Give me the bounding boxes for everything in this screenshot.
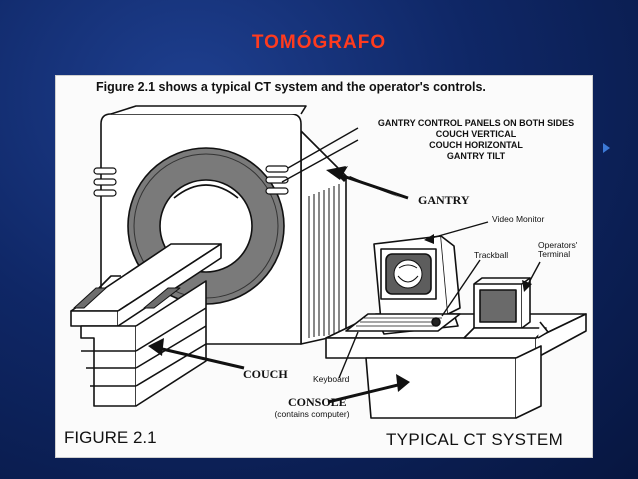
panel-label: COUCH VERTICAL <box>435 128 517 139</box>
figure-number: FIGURE 2.1 <box>64 428 157 447</box>
keyboard <box>345 313 461 332</box>
couch-pad-right <box>143 287 181 309</box>
ct-system-figure: Figure 2.1 shows a typical CT system and… <box>55 75 593 458</box>
operators-terminal <box>463 277 549 339</box>
trackball <box>431 317 441 327</box>
video-monitor-label: Video Monitor <box>492 214 545 224</box>
couch-label: COUCH <box>243 367 288 381</box>
console-note: (contains computer) <box>274 409 350 419</box>
couch-pad-left <box>73 287 107 309</box>
gantry-top <box>110 105 307 115</box>
panel-label: COUCH HORIZONTAL <box>429 139 523 150</box>
panel-label: GANTRY TILT <box>446 150 506 161</box>
gantry-control-panels-right <box>265 165 289 195</box>
console-label: CONSOLE <box>288 395 347 409</box>
couch-base <box>80 325 137 407</box>
keyboard-label: Keyboard <box>313 374 350 384</box>
patient-couch <box>70 243 222 407</box>
figure-caption: Figure 2.1 shows a typical CT system and… <box>96 80 486 94</box>
figure-title: TYPICAL CT SYSTEM <box>386 430 564 449</box>
panel-label: GANTRY CONTROL PANELS ON BOTH SIDES <box>377 118 575 128</box>
gantry-control-panels-left <box>93 167 117 197</box>
bullet-arrow-icon <box>603 143 610 153</box>
gantry-label: GANTRY <box>418 193 470 207</box>
trackball-label: Trackball <box>474 250 509 260</box>
gantry-panel-labels: GANTRY CONTROL PANELS ON BOTH SIDES COUC… <box>366 118 586 162</box>
slide-title: TOMÓGRAFO <box>251 32 387 53</box>
ct-system-drawing <box>70 105 587 419</box>
operators-terminal-label: Operators' Terminal <box>538 240 578 260</box>
gantry-side-vents <box>308 184 340 338</box>
